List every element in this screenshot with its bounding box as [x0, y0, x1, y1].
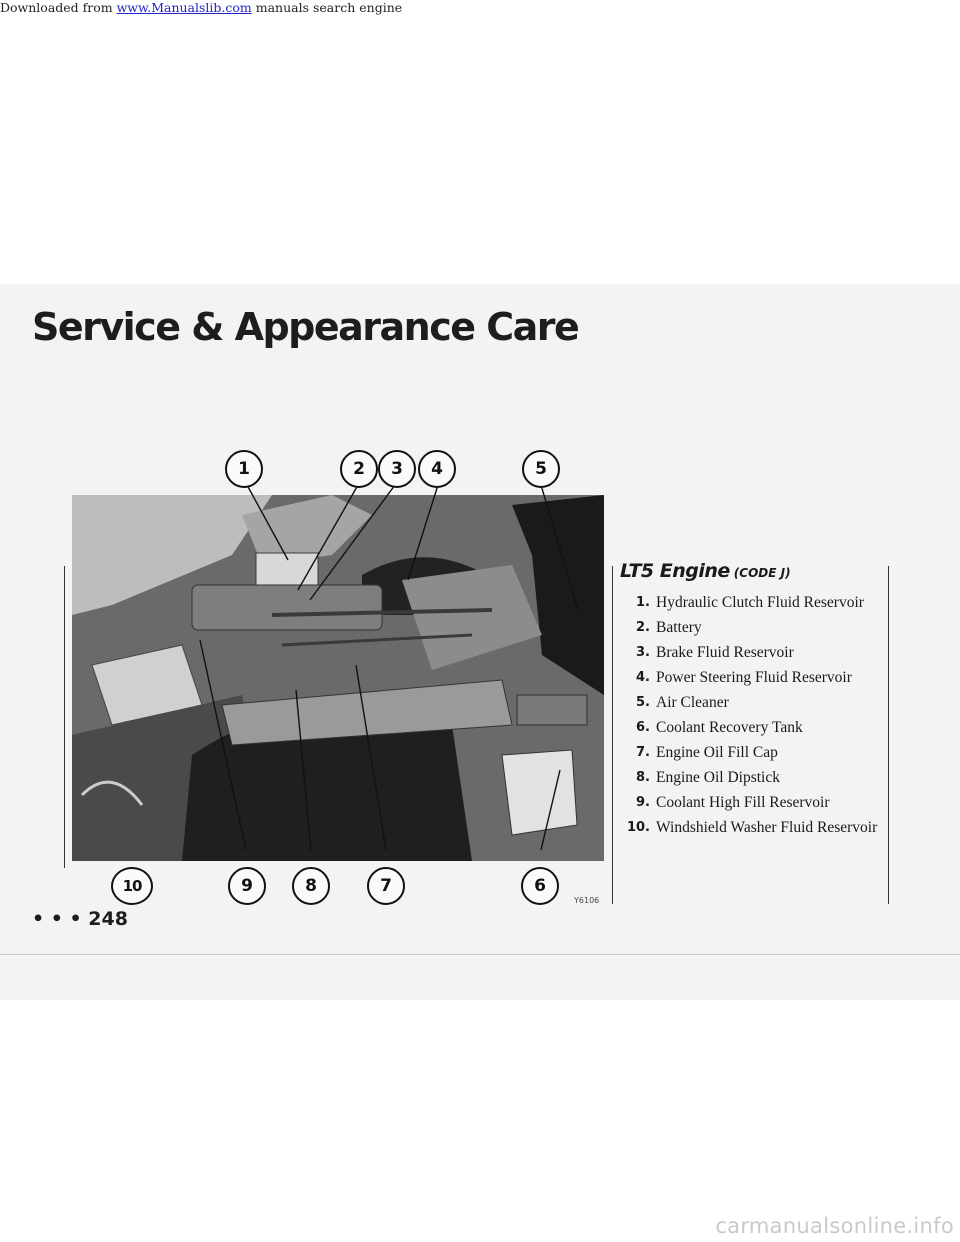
legend-heading-title: LT5 Engine: [620, 560, 730, 582]
legend-item-number: 2.: [636, 620, 650, 635]
footer-watermark: carmanualsonline.info: [715, 1214, 954, 1238]
legend-item-label: Brake Fluid Reservoir: [656, 643, 794, 661]
legend-item: 7. Engine Oil Fill Cap: [620, 740, 890, 765]
engine-compartment-photo: [72, 495, 604, 861]
photo-code: Y6106: [574, 896, 600, 905]
legend-item: 1. Hydraulic Clutch Fluid Reservoir: [620, 590, 890, 615]
callout-8: 8: [292, 867, 330, 905]
banner-suffix: manuals search engine: [251, 0, 403, 15]
component-legend: LT5 Engine(CODE J) 1. Hydraulic Clutch Fl…: [620, 560, 890, 840]
legend-item-label: Power Steering Fluid Reservoir: [656, 668, 852, 686]
legend-item-number: 3.: [636, 645, 650, 660]
page-title: Service & Appearance Care: [32, 305, 580, 349]
banner-prefix: Downloaded from: [0, 0, 117, 15]
callout-9: 9: [228, 867, 266, 905]
legend-item-number: 1.: [636, 595, 650, 610]
legend-item-label: Coolant High Fill Reservoir: [656, 793, 830, 811]
manualslib-link[interactable]: www.Manualslib.com: [116, 0, 252, 15]
legend-item-number: 10.: [626, 820, 650, 835]
legend-item: 10. Windshield Washer Fluid Reservoir: [620, 815, 890, 840]
legend-heading-code: (CODE J): [733, 566, 791, 580]
legend-item: 6. Coolant Recovery Tank: [620, 715, 890, 740]
callout-10: 10: [111, 867, 153, 905]
legend-item-number: 5.: [636, 695, 650, 710]
legend-list: 1. Hydraulic Clutch Fluid Reservoir 2. Bat…: [620, 590, 890, 840]
legend-item: 9. Coolant High Fill Reservoir: [620, 790, 890, 815]
left-rule: [64, 566, 65, 868]
legend-heading: LT5 Engine(CODE J): [620, 560, 890, 582]
callout-7: 7: [367, 867, 405, 905]
legend-item-label: Hydraulic Clutch Fluid Reservoir: [656, 593, 864, 611]
callout-6: 6: [521, 867, 559, 905]
callout-1: 1: [225, 450, 263, 488]
legend-item-label: Engine Oil Dipstick: [656, 768, 780, 786]
legend-item: 4. Power Steering Fluid Reservoir: [620, 665, 890, 690]
callout-3: 3: [378, 450, 416, 488]
legend-item-number: 6.: [636, 720, 650, 735]
legend-item-label: Engine Oil Fill Cap: [656, 743, 778, 761]
callout-4: 4: [418, 450, 456, 488]
legend-item: 5. Air Cleaner: [620, 690, 890, 715]
legend-item-number: 9.: [636, 795, 650, 810]
legend-item: 2. Battery: [620, 615, 890, 640]
legend-item-label: Windshield Washer Fluid Reservoir: [656, 818, 878, 836]
callout-5: 5: [522, 450, 560, 488]
legend-item: 8. Engine Oil Dipstick: [620, 765, 890, 790]
download-banner: Downloaded from www.Manualslib.com manua…: [0, 0, 402, 15]
page-number: • • • 248: [32, 908, 128, 930]
legend-item-number: 4.: [636, 670, 650, 685]
legend-item: 3. Brake Fluid Reservoir: [620, 640, 890, 665]
mid-rule: [612, 566, 613, 904]
right-rule: [888, 566, 889, 904]
legend-item-label: Coolant Recovery Tank: [656, 718, 803, 736]
legend-item-number: 8.: [636, 770, 650, 785]
callout-2: 2: [340, 450, 378, 488]
callout-leader-lines: [199, 484, 579, 851]
bottom-divider: [0, 954, 960, 955]
legend-item-label: Air Cleaner: [656, 693, 729, 711]
legend-item-label: Battery: [656, 618, 702, 636]
legend-item-number: 7.: [636, 745, 650, 760]
